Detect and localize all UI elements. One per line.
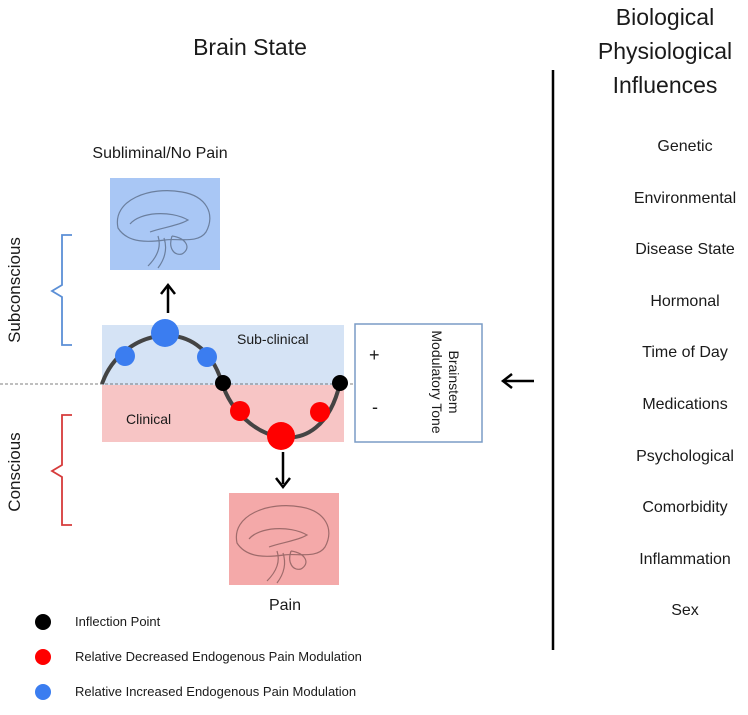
brain-image-red: [229, 493, 339, 585]
pain-label: Pain: [268, 597, 302, 614]
conscious-bracket: [50, 414, 72, 526]
conscious-label: Conscious: [5, 432, 24, 512]
influence-item: Medications: [642, 395, 728, 413]
influence-item: Time of Day: [642, 344, 728, 362]
tone-label-wrap: Brainstem Modulatory Tone: [393, 330, 497, 434]
blue-dot-peak: [151, 319, 179, 347]
brainstem-tone-label: Brainstem Modulatory Tone: [429, 330, 462, 434]
red-dot: [230, 401, 250, 421]
down-arrow: [275, 452, 291, 490]
subliminal-label: Subliminal/No Pain: [92, 145, 228, 162]
clinical-label: Clinical: [126, 411, 172, 427]
left-arrow: [500, 373, 534, 389]
influence-item: Hormonal: [650, 292, 720, 310]
brain-image-blue: [110, 178, 220, 270]
biological-title: Biological Physiological Influences: [565, 0, 748, 102]
up-arrow: [160, 282, 176, 313]
minus-sign: -: [372, 397, 378, 417]
sub-clinical-label: Sub-clinical: [237, 331, 309, 347]
influence-item: Genetic: [657, 138, 713, 155]
influence-item: Disease State: [635, 241, 735, 259]
legend-label: Relative Decreased Endogenous Pain Modul…: [75, 649, 362, 664]
red-dot-trough: [267, 422, 295, 450]
tone-box: [354, 323, 483, 443]
legend-black-dot: [35, 614, 51, 630]
influence-item: Comorbidity: [642, 499, 728, 517]
influences-list: Genetic Environmental Disease State Horm…: [590, 138, 748, 654]
influence-item: Environmental: [633, 189, 737, 207]
blue-dot: [115, 346, 135, 366]
influence-item: Psychological: [636, 447, 734, 465]
legend-label: Relative Increased Endogenous Pain Modul…: [75, 684, 357, 699]
subconscious-label: Subconscious: [5, 237, 24, 343]
influence-item: Inflammation: [639, 550, 731, 568]
clinical-band: [102, 385, 344, 442]
blue-dot: [197, 347, 217, 367]
legend-label: Inflection Point: [75, 614, 161, 629]
subconscious-bracket: [50, 234, 72, 346]
brain-state-title: Brain State: [193, 34, 307, 60]
red-dot: [310, 402, 330, 422]
plus-sign: +: [369, 345, 380, 365]
inflection-dot: [215, 375, 231, 391]
influence-item: Sex: [671, 602, 699, 620]
inflection-dot: [332, 375, 348, 391]
legend-red-dot: [35, 649, 51, 665]
biological-title-text: Biological Physiological Influences: [597, 4, 733, 98]
legend-blue-dot: [35, 684, 51, 700]
